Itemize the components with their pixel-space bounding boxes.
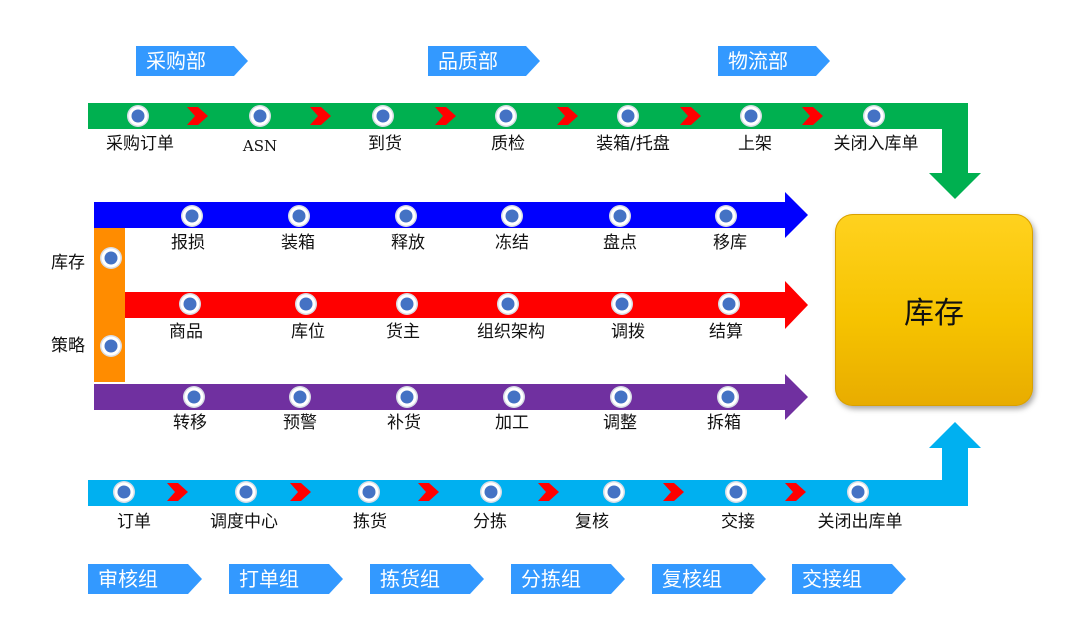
inventory-line2-label: 库位: [291, 322, 325, 342]
inventory-connector-node: [104, 251, 118, 265]
inventory-line2-label: 商品: [169, 322, 203, 342]
outbound-node: [484, 485, 498, 499]
inbound-chevron-arrow: [557, 107, 578, 125]
inventory-line-3-node: [721, 390, 735, 404]
outbound-node: [851, 485, 865, 499]
inventory-line1-label: 盘点: [603, 233, 637, 253]
inventory-line2-label: 组织架构: [477, 322, 545, 342]
outbound-step-label: 复核: [575, 512, 609, 532]
inbound-chevron-arrow: [310, 107, 331, 125]
group-tag-print: 打单组: [229, 564, 343, 594]
inventory-line1-label: 装箱: [281, 233, 315, 253]
inventory-line3-label: 拆箱: [707, 413, 741, 433]
group-tag-handover: 交接组: [792, 564, 906, 594]
outbound-chevron-arrow: [418, 483, 439, 501]
outbound-node: [239, 485, 253, 499]
inbound-chevron-arrow: [187, 107, 208, 125]
outbound-chevron-arrow: [785, 483, 806, 501]
inbound-chevron-arrow: [802, 107, 823, 125]
inbound-step-label: 质检: [491, 134, 525, 154]
inventory-line2-label: 货主: [386, 322, 420, 342]
inventory-line-3-node: [400, 390, 414, 404]
inventory-line-3-node: [187, 390, 201, 404]
inventory-line-1-arrow: [94, 192, 808, 238]
outbound-node: [729, 485, 743, 499]
inventory-side-label: 策略: [51, 336, 85, 356]
inventory-line-1-node: [292, 209, 306, 223]
inbound-node: [376, 109, 390, 123]
inventory-line-2-node: [615, 297, 629, 311]
outbound-step-label: 交接: [721, 512, 755, 532]
outbound-node: [607, 485, 621, 499]
dept-tag-quality: 品质部: [428, 46, 540, 76]
inventory-line1-label: 移库: [713, 233, 747, 253]
group-tag-review: 审核组: [88, 564, 202, 594]
inventory-line-2-node: [183, 297, 197, 311]
inbound-flow-line: [88, 103, 981, 199]
dept-tag-logistics: 物流部: [718, 46, 830, 76]
inventory-line-3-node: [507, 390, 521, 404]
inventory-line-3-node: [614, 390, 628, 404]
inbound-node: [253, 109, 267, 123]
inventory-line3-label: 转移: [173, 413, 207, 433]
outbound-step-label: 拣货: [353, 512, 387, 532]
outbound-node: [362, 485, 376, 499]
outbound-chevron-arrow: [663, 483, 684, 501]
outbound-step-label: 关闭出库单: [817, 512, 903, 532]
inventory-line-2-arrow: [125, 281, 808, 329]
inventory-line1-label: 释放: [391, 233, 425, 253]
group-tag-pick: 拣货组: [370, 564, 484, 594]
inbound-node: [744, 109, 758, 123]
inventory-line3-label: 加工: [495, 413, 529, 433]
outbound-flow-line: [88, 422, 981, 506]
inventory-line-2-node: [501, 297, 515, 311]
inbound-node: [621, 109, 635, 123]
inventory-line1-label: 冻结: [495, 233, 529, 253]
inbound-step-label: 上架: [738, 134, 772, 154]
warehouse-inventory-box: 库存: [835, 214, 1033, 406]
inventory-line-1-node: [505, 209, 519, 223]
inventory-line3-label: 补货: [387, 413, 421, 433]
inventory-line-1-node: [185, 209, 199, 223]
outbound-chevron-arrow: [167, 483, 188, 501]
inbound-node: [867, 109, 881, 123]
inventory-line-3-arrow: [94, 374, 808, 420]
inventory-line3-label: 调整: [603, 413, 637, 433]
inbound-node: [499, 109, 513, 123]
inbound-step-label: 关闭入库单: [833, 134, 919, 154]
inventory-line-2-node: [400, 297, 414, 311]
inbound-step-label: 采购订单: [106, 134, 174, 154]
inventory-line2-label: 结算: [709, 322, 743, 342]
inbound-chevron-arrow: [435, 107, 456, 125]
outbound-step-label: 调度中心: [210, 512, 278, 532]
outbound-step-label: 订单: [117, 512, 151, 532]
inventory-line-2-node: [299, 297, 313, 311]
inbound-step-label: 装箱/托盘: [596, 134, 670, 154]
outbound-node: [117, 485, 131, 499]
outbound-step-label: 分拣: [473, 512, 507, 532]
group-tag-sort: 分拣组: [511, 564, 625, 594]
inventory-line-1-node: [719, 209, 733, 223]
outbound-chevron-arrow: [290, 483, 311, 501]
inventory-line-2-node: [722, 297, 736, 311]
inbound-node: [131, 109, 145, 123]
inventory-line-1-node: [399, 209, 413, 223]
inventory-line1-label: 报损: [171, 233, 205, 253]
inbound-chevron-arrow: [680, 107, 701, 125]
inventory-line3-label: 预警: [283, 413, 317, 433]
inventory-line-1-node: [613, 209, 627, 223]
inventory-side-label: 库存: [51, 253, 85, 273]
inventory-connector-node: [104, 339, 118, 353]
inventory-line-3-node: [293, 390, 307, 404]
group-tag-recheck: 复核组: [652, 564, 766, 594]
inbound-step-label: 到货: [368, 134, 402, 154]
outbound-chevron-arrow: [538, 483, 559, 501]
warehouse-label: 库存: [904, 296, 964, 331]
inventory-line2-label: 调拨: [611, 322, 645, 342]
inbound-step-label: ASN: [242, 137, 278, 155]
dept-tag-purchasing: 采购部: [136, 46, 248, 76]
